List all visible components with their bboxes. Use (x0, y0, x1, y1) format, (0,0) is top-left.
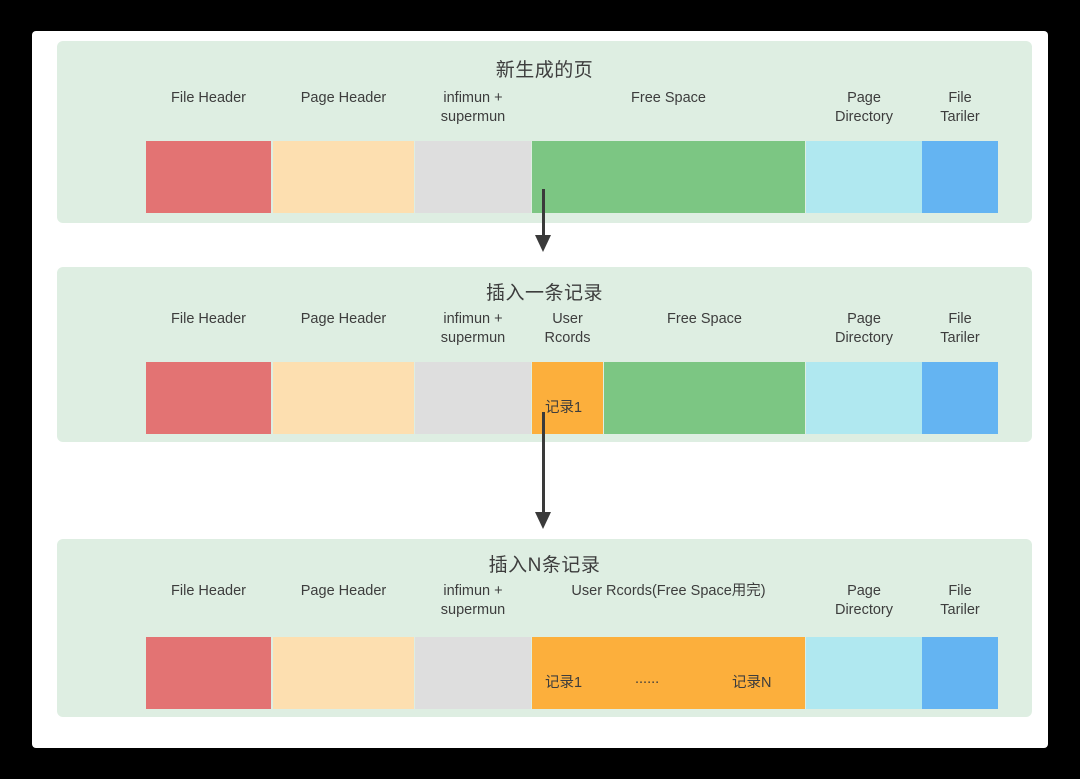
segment-labels: File Header Page Header infimun + supermun… (57, 89, 1032, 271)
record-label: 记录N (732, 675, 772, 691)
segment-label: File Tariler (940, 90, 980, 125)
panel-insert-n-records: 插入N条记录 File Header Page Header infimun + s… (57, 539, 1032, 717)
segment-label: infimun + supermun (440, 90, 506, 125)
bar-page-directory (806, 637, 922, 709)
segment-label: File Header (171, 583, 246, 599)
segment-label: Page Header (300, 90, 387, 106)
bar-page-directory (806, 362, 922, 434)
bar-file-tariler (922, 362, 998, 434)
record-label: ...... (635, 671, 660, 687)
bar-infimun-supermun (415, 141, 531, 213)
bar-file-header (146, 362, 271, 434)
segment-label: Free Space (631, 90, 706, 106)
bar-page-directory (806, 141, 922, 213)
segment-label: Free Space (667, 311, 742, 327)
segment-labels: File Header Page Header infimun + supermun… (57, 582, 1032, 760)
bar-user-records (532, 637, 805, 709)
segment-label: File Header (171, 311, 246, 327)
bar-page-header (273, 637, 414, 709)
bar-infimun-supermun (415, 362, 531, 434)
segment-label: Page Directory (834, 583, 893, 618)
segment-label: infimun + supermun (440, 311, 506, 346)
panel-title: 插入N条记录 (488, 555, 601, 576)
segment-bars: 记录1 (57, 362, 1032, 434)
segment-label: File Header (171, 90, 246, 106)
segment-label: User Rcords(Free Space用完) (571, 583, 766, 599)
segment-label: infimun + supermun (440, 583, 506, 618)
panel-title: 新生成的页 (495, 60, 594, 81)
bar-label: 记录1 (545, 400, 583, 416)
bar-page-header (273, 362, 414, 434)
segment-bars (57, 141, 1032, 213)
segment-label: Page Header (300, 311, 387, 327)
segment-label: Page Directory (834, 90, 893, 125)
panel-title: 插入一条记录 (485, 283, 603, 304)
bar-file-header (146, 141, 271, 213)
bar-page-header (273, 141, 414, 213)
bar-file-tariler (922, 141, 998, 213)
segment-label: Page Header (300, 583, 387, 599)
segment-label: File Tariler (940, 311, 980, 346)
arrow-stem (542, 189, 545, 237)
segment-labels: File Header Page Header infimun + supermun… (57, 310, 1032, 485)
record-label: 记录1 (545, 675, 583, 691)
arrow-stem (542, 412, 545, 514)
bar-infimun-supermun (415, 637, 531, 709)
segment-bars: 记录1...... 记录N (57, 637, 1032, 709)
arrow-head (535, 235, 551, 252)
bar-free-space (604, 362, 805, 434)
segment-label: File Tariler (940, 583, 980, 618)
bar-file-tariler (922, 637, 998, 709)
segment-label: User Rcords (544, 311, 591, 346)
panel-new-page: 新生成的页 File Header Page Header infimun + su… (57, 41, 1032, 223)
bar-free-space (532, 141, 805, 213)
bar-file-header (146, 637, 271, 709)
arrow-head (535, 512, 551, 529)
segment-label: Page Directory (834, 311, 893, 346)
